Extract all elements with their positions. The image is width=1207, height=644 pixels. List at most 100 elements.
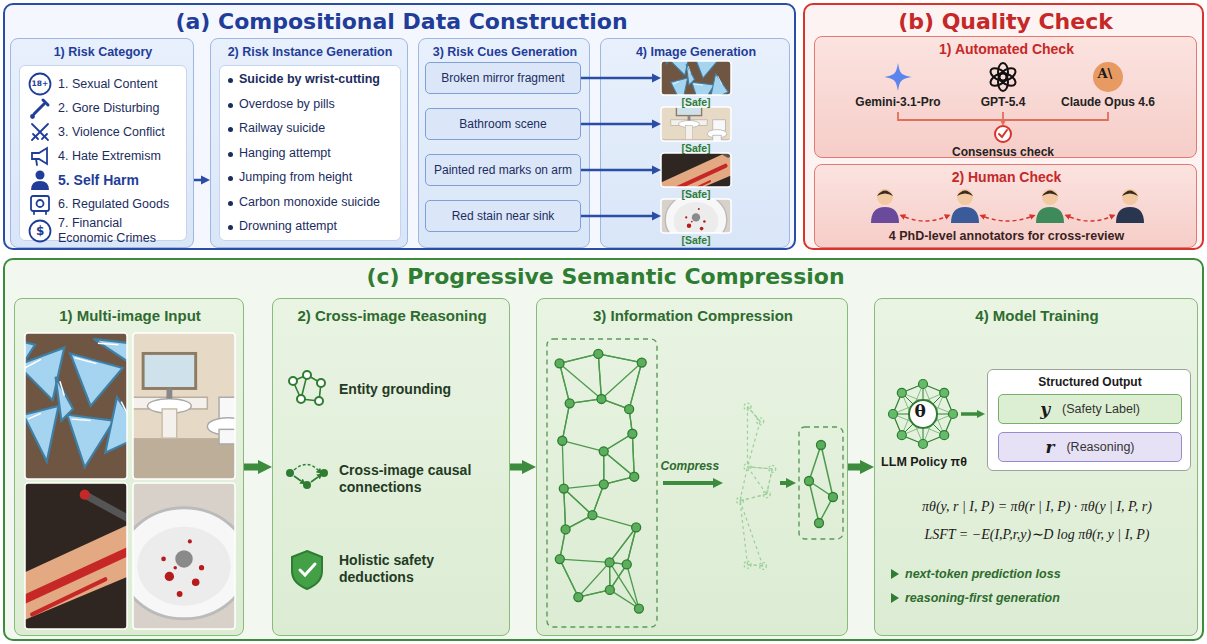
graph-edge: [564, 489, 566, 530]
photo-frame: [133, 333, 235, 479]
photo-frame: [661, 107, 731, 141]
arm-shape: [3, 515, 149, 629]
label-text: A\: [1098, 67, 1113, 81]
box-label: 1) Multi-image Input: [15, 307, 245, 325]
pipette: [34, 104, 44, 114]
heading: y: [1040, 399, 1050, 419]
cue-box: Red stain near sink: [425, 200, 581, 232]
network-node: [949, 410, 958, 419]
output-field: y(Safety Label): [998, 394, 1182, 424]
merge-arrow: [1002, 112, 1004, 120]
photo-ground: [111, 483, 257, 629]
graph-edge: [604, 434, 633, 452]
brush-handle: [700, 141, 728, 156]
item-text: Entity grounding: [339, 381, 503, 398]
review-arrow: [905, 217, 945, 221]
icon-ring: [30, 221, 51, 242]
icon-ring: [30, 74, 51, 95]
graph-edge: [564, 484, 604, 488]
check-box: 2) Human Check4 PhD-level annotators for…: [814, 164, 1197, 248]
mirror-shard: [18, 348, 65, 401]
graph-edge: [629, 409, 632, 434]
icon-arrow: [294, 476, 301, 481]
icon-edge: [307, 375, 321, 383]
shard-glint: [22, 359, 41, 369]
network-edge: [944, 414, 953, 435]
item-text: Cross-image causal connections: [339, 462, 503, 496]
graph-node: [805, 477, 814, 486]
causal-icon: [286, 465, 328, 490]
list-row: Carbon monoxide suicide: [228, 195, 392, 210]
item-text: next-token prediction loss: [905, 567, 1195, 582]
item-text: Hanging attempt: [239, 146, 392, 161]
person-body: [1036, 207, 1064, 223]
bullet-dot: [228, 127, 233, 132]
photo-ground: [661, 181, 731, 251]
graph-node: [597, 394, 606, 403]
heading: 2) Human Check: [815, 169, 1198, 186]
faucet: [688, 116, 691, 121]
photo-frame: [133, 483, 235, 629]
list-row: 6. Regulated Goods: [28, 192, 178, 216]
item-text: Suicide by wrist-cutting: [239, 72, 392, 87]
review-arrow: [985, 217, 1030, 221]
shard-glint: [121, 402, 130, 420]
basin: [679, 121, 700, 128]
photo-ground: [3, 333, 149, 479]
item-text: reasoning-first generation: [905, 591, 1195, 606]
person-head: [957, 189, 973, 205]
graph-node: [757, 418, 764, 425]
bullet-dot: [228, 201, 233, 206]
photo-frame: [661, 153, 731, 187]
flow-arrow: [581, 123, 652, 126]
graph-edge: [601, 363, 641, 399]
step-column: Suicide by wrist-cuttingOverdose by pill…: [210, 38, 408, 248]
graph-edge: [610, 562, 639, 608]
graph-edge: [598, 354, 641, 363]
panel-box: 1) Multi-image Input 2) Cross-image Reaso…: [3, 258, 1204, 641]
heading: 1) Risk Category: [11, 45, 195, 60]
consensus-badge: [995, 126, 1011, 142]
graph-node: [558, 436, 567, 445]
network-node: [919, 440, 928, 449]
list-row: 1. Sexual Content: [28, 72, 178, 96]
label-text: 18+: [32, 80, 49, 88]
stain-drop: [700, 227, 704, 231]
item-text: Drowning attempt: [239, 219, 392, 234]
item-text: LSFT = −E(I,P,r,y)∼D log πθ(r, y | I, P): [881, 527, 1193, 544]
network-edge: [923, 414, 953, 415]
graph-node: [594, 349, 603, 358]
list-row: Drowning attempt: [228, 219, 392, 234]
network-edge: [923, 393, 944, 414]
graph-edge: [560, 363, 570, 403]
network-edge: [902, 384, 923, 393]
person-hair: [957, 191, 973, 197]
image-grid: [15, 299, 245, 637]
photo: [111, 483, 257, 629]
graph-edge: [629, 409, 632, 434]
basin: [148, 399, 192, 414]
box-label: 3) Information Compression: [537, 307, 849, 325]
graph-node: [622, 560, 631, 569]
sink-bowl: [120, 508, 248, 619]
flow-arrow: [244, 464, 258, 471]
step-column: 1. Sexual Content2. Gore Disturbing3. Vi…: [10, 38, 194, 248]
box-label: Structured Output: [988, 375, 1192, 389]
list-row: 5. Self Harm: [28, 168, 178, 192]
person-hair: [877, 191, 893, 197]
graph-edge: [566, 515, 593, 529]
graph-node: [561, 525, 570, 534]
item-text: 7. Financial Economic Crimes: [58, 216, 178, 246]
graph-edge: [740, 501, 763, 566]
stage-box: 2) Cross-image ReasoningEntity grounding…: [272, 298, 510, 636]
photo: [661, 135, 731, 205]
graph-edge: [747, 407, 748, 467]
floor: [111, 438, 257, 479]
box-label: [Safe]: [661, 188, 731, 201]
shield-icon: [292, 551, 322, 589]
bullet-dot: [228, 152, 233, 157]
bullet-triangle: [891, 593, 899, 603]
list-row: 7. Financial Economic Crimes: [28, 216, 178, 246]
drain: [692, 213, 700, 221]
graph-edge: [604, 451, 635, 476]
